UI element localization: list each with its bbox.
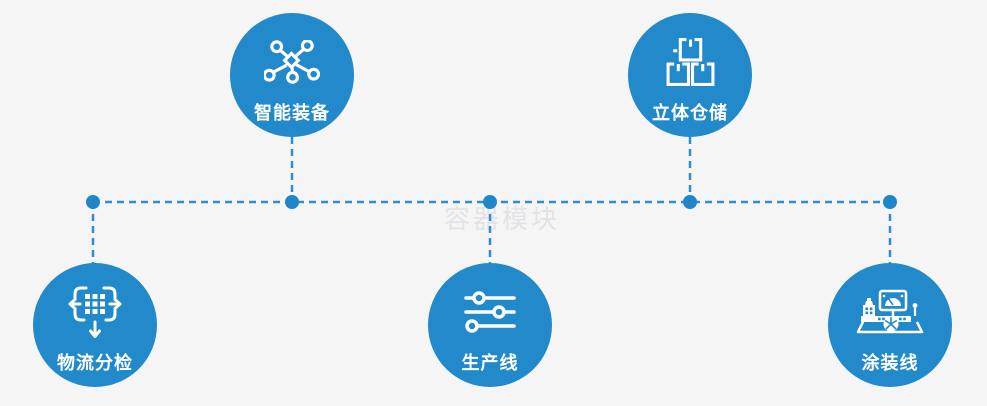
sliders-icon	[464, 281, 516, 343]
node-production-line: 生产线	[428, 263, 552, 387]
node-label: 智能装备	[254, 103, 330, 124]
network-nodes-icon	[264, 31, 320, 93]
node-label: 涂装线	[861, 353, 919, 374]
node-label: 物流分检	[57, 353, 133, 374]
node-painting-line: 涂装线	[828, 263, 952, 387]
node-label: 生产线	[461, 353, 519, 374]
node-logistics-sorting: 物流分检	[33, 263, 157, 387]
stacked-boxes-icon	[664, 31, 716, 93]
sort-distribute-icon	[67, 281, 123, 343]
node-stereoscopic-warehouse: 立体仓储	[628, 13, 752, 137]
node-smart-equipment: 智能装备	[230, 13, 354, 137]
node-label: 立体仓储	[652, 103, 728, 124]
control-station-icon	[855, 281, 925, 343]
watermark-text: 容器模块	[444, 205, 561, 235]
